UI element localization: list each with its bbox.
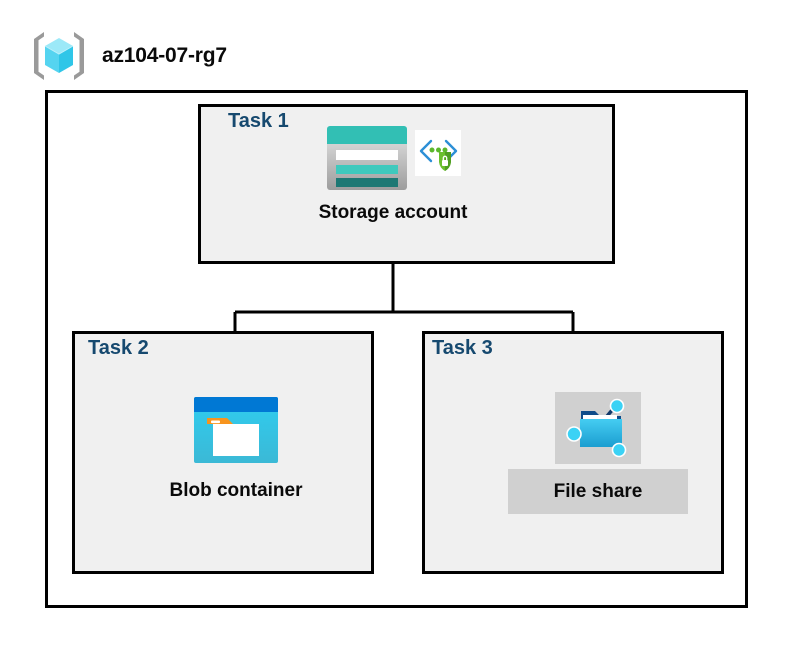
file-share-node[interactable]: File share (508, 392, 688, 514)
blob-container-icon (194, 397, 278, 463)
blob-container-label: Blob container (169, 480, 303, 501)
file-share-icon (566, 398, 627, 458)
resource-group-cube-icon (34, 32, 84, 80)
private-link-shield-icon (415, 130, 461, 176)
task-3-label: Task 3 (432, 337, 493, 359)
blob-container-node[interactable]: Blob container (152, 396, 320, 502)
storage-account-icon (327, 126, 407, 190)
file-share-icon-highlight (555, 392, 641, 464)
storage-account-node[interactable]: Storage account (300, 124, 486, 224)
resource-group-name: az104-07-rg7 (102, 44, 227, 67)
storage-account-icon-row (325, 124, 461, 192)
storage-account-label: Storage account (318, 202, 468, 223)
resource-group-header: az104-07-rg7 (30, 26, 227, 86)
file-share-label-highlight: File share (508, 469, 688, 514)
file-share-label: File share (553, 480, 643, 502)
task-1-label: Task 1 (228, 110, 289, 132)
task-2-label: Task 2 (88, 337, 149, 359)
